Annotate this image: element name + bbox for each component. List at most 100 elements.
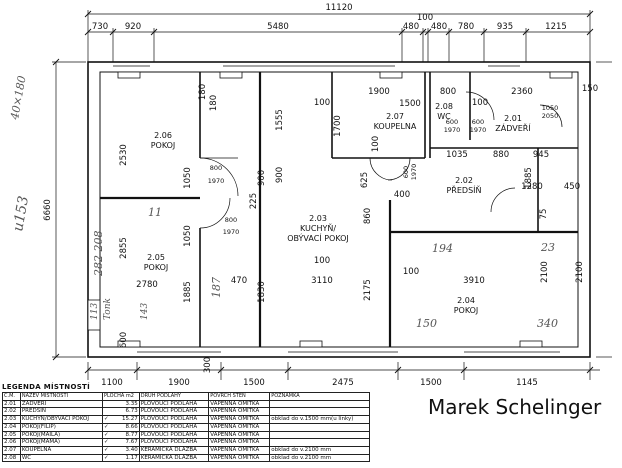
dim-inner: 100 (314, 98, 330, 108)
legend-cell: KERAMICKÁ DLAŽBA (138, 453, 210, 463)
legend-header: DRUH PODLAHY (138, 392, 210, 401)
dimension-lines (52, 10, 612, 380)
legend-cell (269, 430, 370, 440)
room-labels: 2.06 POKOJ 2.07 KOUPELNA 2.08 WC 2.01 ZÁ… (144, 102, 532, 315)
room-name: KOUPELNA (374, 122, 417, 131)
room-id: 2.08 (435, 102, 453, 111)
legend-cell: 3.40 (113, 445, 140, 455)
legend-cell: ✓ (102, 445, 114, 455)
pencil-note: 282 208 (92, 231, 105, 278)
dim-inner: 400 (394, 190, 410, 200)
legend-cell: PLOVOUCÍ PODLAHA (138, 438, 210, 447)
dim-inner: 1900 (368, 87, 390, 97)
dim-inner: 1280 (521, 182, 543, 192)
legend-cell: PLOVOUCÍ PODLAHA (138, 430, 210, 440)
legend-cell: POKOJ(MAILA) (19, 430, 104, 440)
dimension-texts: 11120 730 920 5480 480 100 480 780 935 1… (43, 3, 598, 388)
room-id: 2.02 (455, 176, 473, 185)
dim-inner: 1500 (399, 99, 421, 109)
legend-cell: 7.67 (113, 438, 140, 447)
legend-cell: ✓ (102, 422, 114, 432)
legend-cell: VÁPENNÁ OMÍTKA (208, 422, 271, 432)
window-frames (87, 71, 573, 348)
dim-inner: 800 (225, 216, 237, 224)
dim-bottom-2: 1500 (243, 378, 265, 388)
dim-inner: 1970 (208, 177, 225, 185)
dim-left-total: 6660 (43, 199, 53, 221)
dim-bottom-5: 1145 (516, 378, 538, 388)
legend-cell: VÁPENNÁ OMÍTKA (208, 407, 271, 417)
dim-inner: 150 (582, 84, 598, 94)
dim-inner: 1700 (333, 115, 343, 137)
legend-cell: 3.35 (113, 399, 140, 409)
legend-cell: VÁPENNÁ OMÍTKA (208, 453, 271, 463)
legend-cell: 8.66 (113, 422, 140, 432)
legend-cell (102, 399, 114, 409)
dim-inner: 100 (314, 256, 330, 266)
legend-header: NÁZEV MÍSTNOSTI (19, 392, 104, 401)
legend-cell (269, 407, 370, 417)
dim-bottom-4: 1500 (420, 378, 442, 388)
dim-inner: 100 (371, 136, 381, 152)
walls (87, 61, 591, 358)
legend-cell: POKOJ(FILIP) (19, 422, 104, 432)
dim-inner: 1050 (183, 225, 193, 247)
dim-inner: 2855 (119, 237, 129, 259)
legend-cell: ✓ (102, 453, 114, 463)
pencil-note: u153 (10, 195, 32, 233)
dim-inner: 2530 (119, 144, 129, 166)
dim-top-0: 730 (92, 22, 108, 32)
legend-header: POVRCH STĚN (208, 392, 271, 401)
dim-inner: 3910 (463, 276, 485, 286)
pencil-note: Tonk (103, 298, 113, 320)
legend-header: Č.M. (2, 392, 21, 401)
dim-inner: 1970 (444, 126, 461, 134)
dim-inner: 600 (446, 118, 458, 126)
dim-inner: 300 (203, 357, 213, 373)
legend-cell: 2.04 (2, 422, 21, 432)
dim-inner: 1970 (410, 164, 418, 181)
legend-cell: VÁPENNÁ OMÍTKA (208, 415, 271, 424)
author-name: Marek Schelinger (428, 395, 602, 419)
legend-cell: 2.05 (2, 430, 21, 440)
dim-inner: 75 (539, 209, 549, 220)
legend-cell: 2.08 (2, 453, 21, 463)
room-id: 2.01 (504, 114, 522, 123)
legend-cell: VÁPENNÁ OMÍTKA (208, 438, 271, 447)
dim-inner: 180 (209, 95, 219, 111)
dim-inner: 2050 (542, 112, 559, 120)
legend-table: Č.M. NÁZEV MÍSTNOSTI PLOCHA m2 DRUH PODL… (2, 392, 370, 463)
pencil-note: 187 (210, 277, 223, 298)
legend-cell: obklad do v.2100 mm (269, 445, 370, 455)
dim-bottom-3: 2475 (332, 378, 354, 388)
dim-top-8: 1215 (545, 22, 567, 32)
dim-inner: 2100 (540, 261, 550, 283)
room-id: 2.06 (154, 131, 172, 140)
room-name: PŘEDSÍŇ (446, 184, 481, 195)
legend-cell: 6.73 (113, 407, 140, 417)
room-name: WC (437, 112, 451, 121)
legend-title: LEGENDA MÍSTNOSTÍ (2, 383, 91, 391)
legend-cell: 2.01 (2, 399, 21, 409)
dim-inner: 600 (119, 332, 129, 348)
dimension-ticks (52, 10, 594, 374)
dim-top-6: 780 (458, 22, 474, 32)
legend-cell: ✓ (102, 415, 114, 424)
room-name: ZÁDVEŘÍ (495, 122, 531, 133)
room-name: POKOJ (454, 306, 479, 315)
door-swings (199, 91, 563, 229)
dim-inner: 800 (210, 164, 222, 172)
dim-bottom-1: 1900 (168, 378, 190, 388)
dim-inner: 1885 (183, 281, 193, 303)
dim-top-5: 480 (431, 22, 447, 32)
legend-cell: 2.03 (2, 415, 21, 424)
room-id: 2.03 (309, 214, 327, 223)
dim-inner: 1050 (542, 104, 559, 112)
room-legend: LEGENDA MÍSTNOSTÍ Č.M. NÁZEV MÍSTNOSTI P… (2, 383, 370, 463)
